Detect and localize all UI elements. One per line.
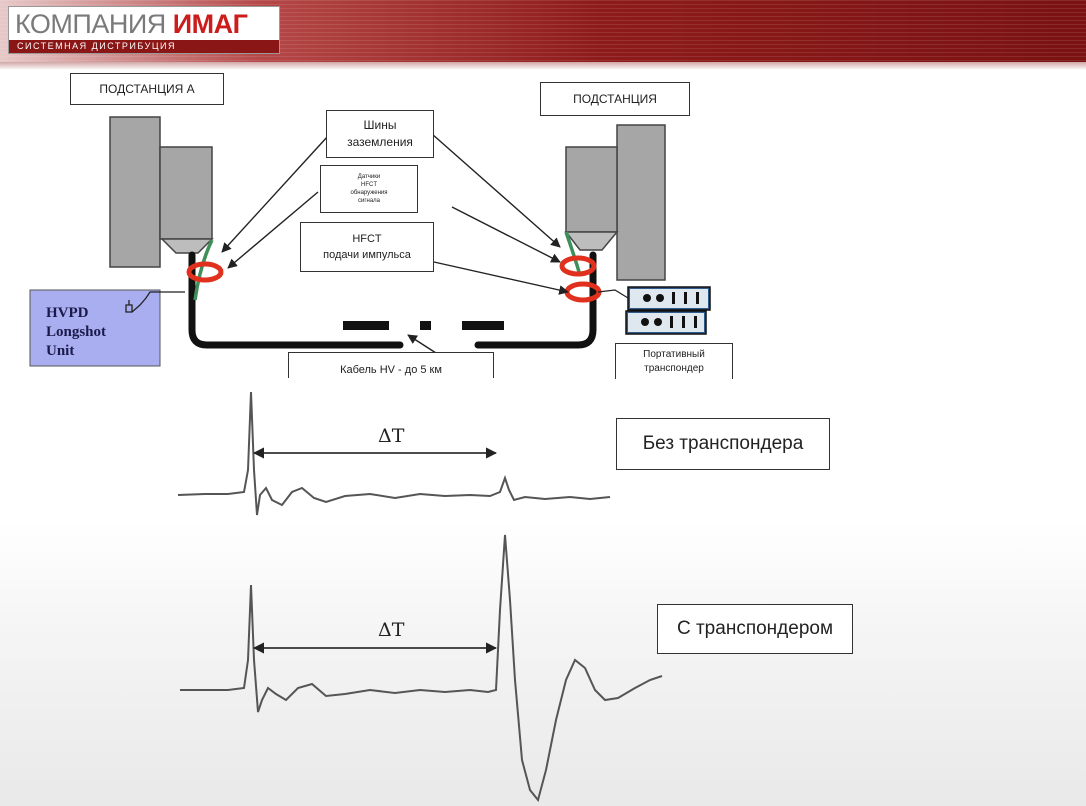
logo-tagline: СИСТЕМНАЯ ДИСТРИБУЦИЯ	[9, 40, 279, 53]
hfct-pulse-label: HFCT подачи импульса	[300, 222, 434, 272]
substation-b-tall-block	[616, 124, 666, 281]
logo-company: КОМПАНИЯ	[15, 9, 166, 39]
hv-cable-right	[474, 251, 597, 349]
cable-dash-1	[343, 321, 389, 330]
hvpd-connector-icon	[125, 291, 185, 313]
hfct-ring-a	[186, 261, 224, 283]
arrow-grounding-to-b	[431, 133, 561, 248]
delta-t-label-2: ΔT	[378, 619, 405, 641]
substation-a-termination	[160, 238, 214, 254]
arrow-detect-to-b	[451, 206, 561, 263]
portable-line2: транспондер	[644, 363, 704, 374]
transponder-lead	[597, 289, 629, 299]
portable-transponder-label: Портативный транспондер	[615, 343, 733, 379]
header-banner: КОМПАНИЯ ИМАГ СИСТЕМНАЯ ДИСТРИБУЦИЯ	[0, 0, 1086, 62]
grounding-bus-line2: заземления	[347, 135, 413, 149]
delta-t-label-1: ΔT	[378, 425, 405, 447]
arrow-pulse-to-b	[433, 261, 569, 295]
hfct-detect-line2: HFCT	[361, 182, 377, 188]
logo-wordmark: КОМПАНИЯ ИМАГ	[15, 9, 248, 39]
substation-a-short-block	[159, 146, 213, 240]
hfct-ring-b-detect	[559, 255, 597, 277]
with-transponder-label: С транспондером	[657, 604, 853, 654]
portable-line1: Портативный	[643, 349, 705, 360]
cable-label: Кабель HV - до 5 км	[288, 352, 494, 378]
arrow-detect-to-a	[227, 191, 319, 269]
hfct-pulse-line1: HFCT	[352, 233, 382, 245]
hfct-detect-label: Датчики HFCT обнаружения сигнала	[320, 165, 418, 213]
hv-cable-left	[188, 251, 404, 349]
arrow-grounding-to-a	[221, 135, 329, 253]
logo-brand: ИМАГ	[172, 9, 248, 39]
hvpd-label-line3: Unit	[46, 343, 74, 359]
transponder-device	[625, 286, 711, 335]
substation-b-label: ПОДСТАНЦИЯ	[540, 82, 690, 116]
waveform-without-transponder	[177, 391, 611, 516]
grounding-bus-line1: Шины	[363, 118, 397, 132]
substation-a-label: ПОДСТАНЦИЯ А	[70, 73, 224, 105]
hfct-pulse-line2: подачи импульса	[323, 249, 411, 261]
hvpd-unit-box	[29, 289, 161, 367]
grounding-bus-label: Шины заземления	[326, 110, 434, 158]
hvpd-label-line2: Longshot	[46, 324, 106, 340]
substation-b-termination	[564, 231, 619, 251]
header-shadow	[0, 62, 1086, 70]
cable-dash-3	[462, 321, 504, 330]
substation-b-short-block	[565, 146, 618, 233]
company-logo: КОМПАНИЯ ИМАГ СИСТЕМНАЯ ДИСТРИБУЦИЯ	[8, 6, 280, 54]
waveform-with-transponder	[180, 534, 663, 803]
without-transponder-label: Без транспондера	[616, 418, 830, 470]
cable-dash-2	[420, 321, 431, 330]
ground-lead-a	[193, 239, 214, 301]
hfct-detect-line1: Датчики	[357, 174, 381, 180]
hfct-detect-line3: обнаружения	[350, 190, 388, 196]
substation-a-tall-block	[109, 116, 161, 268]
hfct-detect-line4: сигнала	[357, 198, 381, 204]
hvpd-label-line1: HVPD	[46, 305, 89, 321]
